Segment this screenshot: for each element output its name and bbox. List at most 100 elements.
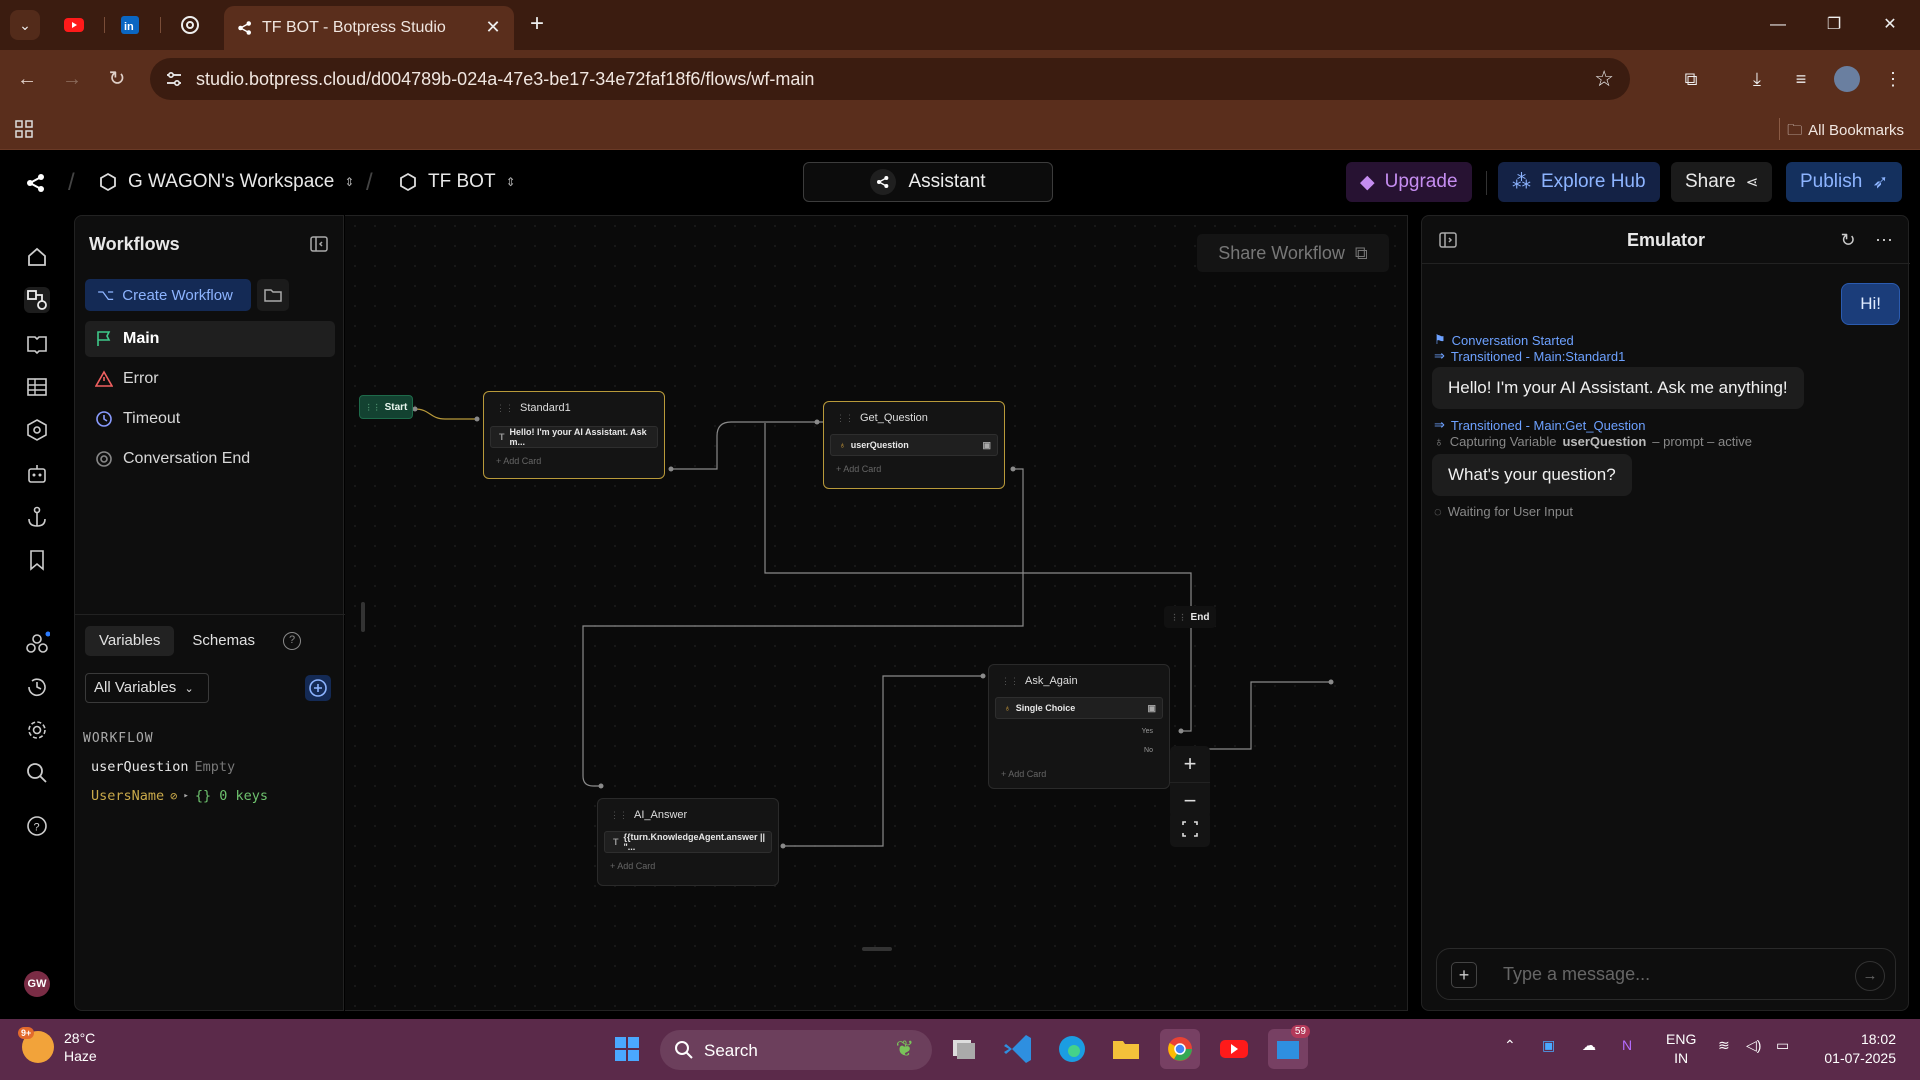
address-bar[interactable]: studio.botpress.cloud/d004789b-024a-47e3…	[150, 58, 1630, 100]
app-with-badge-icon[interactable]: 59	[1268, 1025, 1310, 1069]
task-view-icon[interactable]	[944, 1029, 984, 1069]
node-ai-answer[interactable]: ⋮⋮AI_Answer T {{turn.KnowledgeAgent.answ…	[597, 798, 779, 886]
profile-avatar[interactable]	[1834, 66, 1860, 92]
fit-view-button[interactable]	[1170, 811, 1210, 847]
workflow-item-timeout[interactable]: Timeout	[85, 401, 335, 437]
collapse-emulator-icon[interactable]	[1438, 230, 1458, 250]
workspace-selector[interactable]: G WAGON's Workspace ⇕	[98, 171, 354, 193]
single-choice-card[interactable]: ♁ Single Choice ▣	[995, 697, 1163, 719]
reload-button[interactable]: ↻	[108, 68, 126, 90]
add-card-button[interactable]: + Add Card	[836, 464, 882, 474]
more-options-icon[interactable]: ⋯	[1875, 230, 1893, 250]
zoom-in-button[interactable]: +	[1183, 751, 1197, 776]
taskbar-search[interactable]: Search ❦	[660, 1030, 932, 1070]
new-folder-button[interactable]	[257, 279, 289, 311]
end-node[interactable]: ⋮⋮ End	[1164, 606, 1216, 628]
bookmark-star-icon[interactable]: ☆	[1594, 66, 1614, 91]
youtube-app-icon[interactable]	[1214, 1029, 1254, 1069]
tables-icon[interactable]	[24, 374, 50, 400]
linkedin-icon[interactable]: in	[118, 13, 142, 37]
system-clock[interactable]: 18:02 01-07-2025	[1824, 1030, 1896, 1068]
text-card[interactable]: T {{turn.KnowledgeAgent.answer || "...	[604, 831, 772, 853]
vscode-icon[interactable]	[998, 1029, 1038, 1069]
user-avatar[interactable]: GW	[24, 971, 50, 997]
add-card-button[interactable]: + Add Card	[1001, 769, 1047, 779]
expand-arrow-icon[interactable]: ▸	[183, 791, 189, 801]
language-indicator[interactable]: ENG IN	[1666, 1031, 1697, 1066]
share-button[interactable]: Share⋖	[1671, 162, 1773, 202]
upgrade-button[interactable]: ◆Upgrade	[1346, 162, 1472, 202]
forward-button[interactable]: →	[62, 68, 82, 90]
onedrive-icon[interactable]: ☁	[1582, 1037, 1596, 1053]
botpress-logo-icon[interactable]	[24, 171, 48, 195]
add-card-button[interactable]: + Add Card	[496, 456, 542, 466]
send-button[interactable]: →	[1855, 961, 1885, 991]
apps-grid-icon[interactable]	[14, 119, 34, 139]
publish-button[interactable]: Publish➶	[1786, 162, 1903, 202]
agents-icon[interactable]	[24, 631, 50, 657]
workflow-item-main[interactable]: Main	[85, 321, 335, 357]
variable-row[interactable]: userQuestion Empty	[91, 759, 235, 775]
battery-icon[interactable]: ▭	[1776, 1037, 1790, 1053]
help-icon[interactable]: ?	[24, 813, 50, 839]
explore-hub-button[interactable]: ⁂Explore Hub	[1498, 162, 1660, 202]
workflow-item-error[interactable]: Error	[85, 361, 335, 397]
close-window-button[interactable]: ✕	[1883, 16, 1897, 33]
downloads-icon[interactable]: ⤓	[1753, 69, 1761, 89]
start-node[interactable]: ⋮⋮ Start	[359, 395, 413, 419]
tab-variables[interactable]: Variables	[85, 626, 175, 656]
reset-icon[interactable]: ↻	[1840, 230, 1856, 250]
bookmark-icon[interactable]	[24, 547, 50, 573]
wifi-icon[interactable]: ≋	[1718, 1037, 1730, 1053]
bot-icon[interactable]	[24, 461, 50, 487]
tray-chevron-icon[interactable]: ⌃	[1504, 1037, 1516, 1053]
weather-widget[interactable]: 9+ 28°C Haze	[18, 1027, 97, 1065]
tray-app-icon[interactable]: ▣	[1542, 1037, 1556, 1053]
knowledge-book-icon[interactable]	[24, 331, 50, 357]
all-bookmarks-button[interactable]: 🗀All Bookmarks	[1787, 122, 1904, 139]
flow-canvas[interactable]: Share Workflow⧉ ⋮⋮ Start ⋮⋮Standard1 T H…	[345, 215, 1408, 1011]
settings-gear-icon[interactable]	[24, 717, 50, 743]
integrations-icon[interactable]	[24, 417, 50, 443]
help-circle-icon[interactable]: ?	[283, 632, 301, 650]
history-icon[interactable]	[24, 674, 50, 700]
new-tab-button[interactable]: +	[529, 10, 544, 37]
zoom-out-button[interactable]: −	[1170, 782, 1210, 818]
variable-row[interactable]: UsersName ⊘ ▸ {} 0 keys	[91, 788, 268, 804]
search-icon[interactable]	[24, 760, 50, 786]
anchor-icon[interactable]	[24, 504, 50, 530]
tab-close-icon[interactable]: ✕	[485, 17, 501, 37]
chatgpt-icon[interactable]	[178, 13, 202, 37]
node-ask-again[interactable]: ⋮⋮Ask_Again ♁ Single Choice ▣ Yes No + A…	[988, 664, 1170, 789]
tab-active[interactable]: TF BOT - Botpress Studio ✕	[224, 6, 514, 50]
back-button[interactable]: ←	[17, 68, 37, 90]
add-variable-button[interactable]	[305, 675, 331, 701]
browser-menu-icon[interactable]: ⋮	[1884, 69, 1902, 89]
onenote-icon[interactable]: N	[1622, 1037, 1633, 1053]
message-input[interactable]: Type a message...	[1503, 964, 1651, 984]
chrome-icon[interactable]	[1160, 1029, 1200, 1069]
share-workflow-button[interactable]: Share Workflow⧉	[1197, 234, 1389, 272]
assistant-button[interactable]: Assistant	[803, 162, 1053, 202]
add-card-button[interactable]: + Add Card	[610, 861, 656, 871]
node-get-question[interactable]: ⋮⋮Get_Question ♁ userQuestion ▣ + Add Ca…	[823, 401, 1005, 489]
text-card[interactable]: T Hello! I'm your AI Assistant. Ask m...	[490, 426, 658, 448]
windows-start-icon[interactable]	[607, 1029, 647, 1069]
home-icon[interactable]	[24, 244, 50, 270]
edge-icon[interactable]	[1052, 1029, 1092, 1069]
file-explorer-icon[interactable]	[1106, 1029, 1146, 1069]
node-standard1[interactable]: ⋮⋮Standard1 T Hello! I'm your AI Assista…	[483, 391, 665, 479]
tab-schemas[interactable]: Schemas	[192, 632, 255, 649]
youtube-icon[interactable]	[62, 13, 86, 37]
bottom-resize-handle[interactable]	[862, 947, 892, 951]
variables-filter-select[interactable]: All Variables ⌄	[85, 673, 209, 703]
attach-plus-button[interactable]: +	[1451, 962, 1477, 988]
workflows-icon[interactable]	[24, 287, 50, 313]
minimize-button[interactable]: —	[1770, 16, 1786, 33]
side-resize-handle[interactable]	[361, 602, 365, 632]
tab-search-dropdown[interactable]: ⌄	[10, 10, 40, 40]
volume-icon[interactable]: ◁)	[1746, 1037, 1762, 1053]
extensions-icon[interactable]: ⧉	[1684, 69, 1698, 89]
media-control-icon[interactable]: ≡	[1795, 69, 1807, 89]
restore-button[interactable]: ❐	[1826, 16, 1842, 33]
